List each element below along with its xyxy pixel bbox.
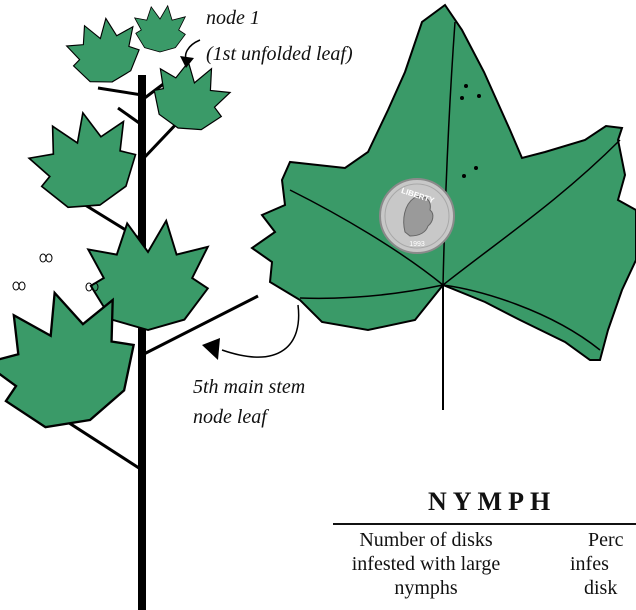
whitefly-icons-flying — [13, 254, 98, 291]
col2-line1: Perc — [566, 528, 636, 552]
leaf-node-1 — [135, 6, 186, 52]
node5-arrow — [202, 305, 299, 360]
node1-label-line2: (1st unfolded leaf) — [206, 42, 353, 66]
leaf-node-4 — [21, 101, 148, 222]
table-col2-header: Perc infes disk — [566, 528, 636, 600]
table-rule — [333, 523, 636, 525]
col2-line2: infes — [566, 552, 636, 576]
col1-line2: infested with large — [346, 552, 506, 576]
node1-label-line1: node 1 — [206, 6, 260, 30]
node5-label-line2: node leaf — [193, 405, 267, 429]
col1-line3: nymphs — [346, 576, 506, 600]
leaf-node-2 — [62, 12, 145, 91]
table-heading: NYMPH — [428, 487, 556, 517]
node1-arrow — [180, 40, 200, 68]
table-col1-header: Number of disks infested with large nymp… — [346, 528, 506, 600]
col1-line1: Number of disks — [346, 528, 506, 552]
col2-line3: disk — [566, 576, 636, 600]
node5-label-line1: 5th main stem — [193, 375, 305, 399]
quarter-coin: LIBERTY 1993 — [380, 179, 454, 253]
coin-year-text: 1993 — [409, 241, 425, 248]
